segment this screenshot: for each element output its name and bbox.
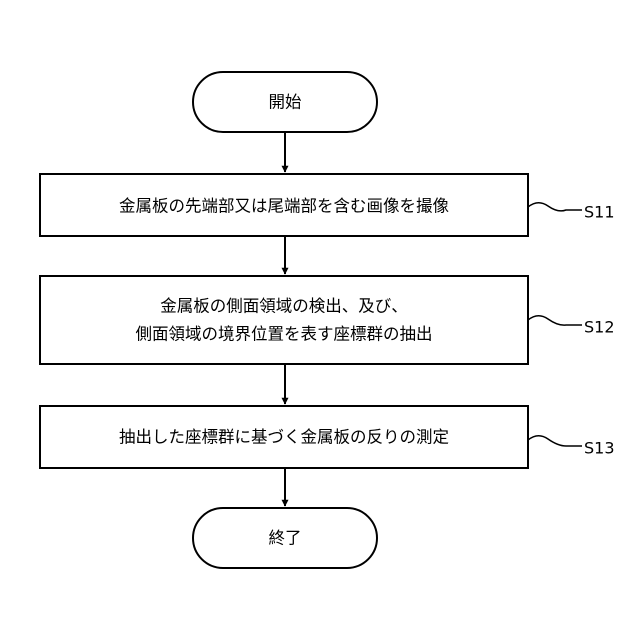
start-label: 開始	[269, 93, 302, 112]
end-label: 終了	[269, 529, 302, 548]
process-text-s12-line1: 金属板の側面領域の検出、及び、	[160, 297, 408, 316]
process-step-s11: 金属板の先端部又は尾端部を含む画像を撮像	[40, 174, 528, 236]
process-step-s12: 金属板の側面領域の検出、及び、 側面領域の境界位置を表す座標群の抽出	[40, 276, 528, 364]
step-label-s13: S13	[584, 439, 615, 458]
leader-s13	[528, 436, 582, 446]
step-label-s12: S12	[584, 318, 615, 337]
leader-s11	[528, 203, 582, 211]
process-text-s12-line2: 側面領域の境界位置を表す座標群の抽出	[136, 325, 433, 344]
process-box-s12	[40, 276, 528, 364]
step-label-s11: S11	[584, 203, 615, 222]
start-node: 開始	[193, 72, 377, 132]
process-text-s11-line1: 金属板の先端部又は尾端部を含む画像を撮像	[119, 197, 449, 216]
leader-s12	[528, 316, 582, 325]
process-text-s13-line1: 抽出した座標群に基づく金属板の反りの測定	[119, 428, 449, 447]
process-step-s13: 抽出した座標群に基づく金属板の反りの測定	[40, 406, 528, 468]
end-node: 終了	[193, 508, 377, 568]
